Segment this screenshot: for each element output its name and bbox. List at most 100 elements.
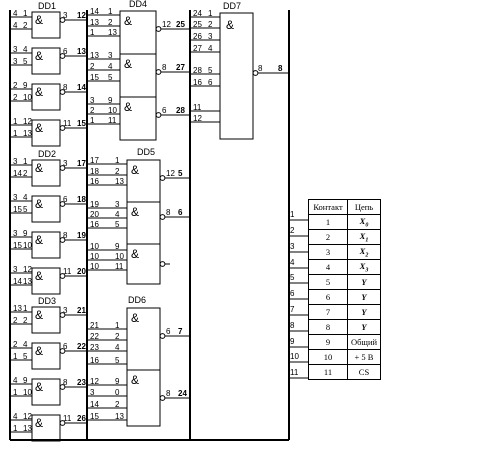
wire-label: 15	[13, 241, 22, 250]
wire-label: 19	[77, 231, 86, 240]
wire-label: 12	[90, 377, 99, 386]
inversion-bubble	[155, 26, 162, 32]
pin-label: 13	[23, 277, 32, 286]
wire-label: 16	[90, 220, 99, 229]
wire-label: 2	[13, 93, 18, 102]
pin-label: 5	[23, 352, 28, 361]
and-symbol: &	[35, 344, 43, 358]
pin-label: 12	[23, 265, 32, 274]
wire-label: 1	[13, 424, 18, 433]
pin-label: 3	[63, 159, 68, 168]
connector-number: 10	[290, 352, 299, 361]
wire-label: 4	[13, 21, 18, 30]
wire-label: 22	[90, 332, 99, 341]
pin-label: 11	[63, 119, 72, 128]
wire-label: 23	[77, 378, 86, 387]
wire-label: 1	[13, 129, 18, 138]
connector-number: 8	[290, 321, 295, 330]
pin-label: 5	[208, 66, 213, 75]
dd2-gate-4	[31, 267, 61, 295]
pin-label: 10	[23, 388, 32, 397]
and-symbol: &	[35, 197, 43, 211]
connector-number: 3	[290, 242, 295, 251]
and-symbol: &	[35, 121, 43, 135]
and-symbol: &	[124, 14, 132, 28]
pin-label: 8	[166, 208, 171, 217]
pin-label: 10	[23, 93, 32, 102]
dd7-body	[219, 12, 254, 140]
pin-label: 6	[166, 327, 171, 336]
dd2-gate-1	[31, 159, 61, 187]
signal-cell: X3	[347, 259, 381, 275]
subscript: 0	[365, 222, 369, 229]
pin-label: 11	[63, 267, 72, 276]
and-symbol: &	[35, 269, 43, 283]
pin-label: 1	[115, 321, 120, 330]
pin-label: 9	[108, 96, 113, 105]
signal-cell: + 5 В	[347, 349, 381, 365]
pin-label: 2	[23, 169, 28, 178]
wire-label: 17	[77, 159, 86, 168]
inversion-bubble	[159, 261, 166, 267]
wire-label: 13	[90, 51, 99, 60]
and-symbol: &	[35, 161, 43, 175]
table-row: 10+ 5 В	[308, 349, 381, 365]
pin-label: 12	[162, 20, 171, 29]
wire-label: 20	[77, 267, 86, 276]
inversion-bubble	[159, 175, 166, 181]
wire-label: 25	[176, 20, 185, 29]
inversion-bubble	[59, 273, 66, 279]
dd6-body	[126, 307, 161, 427]
wire-label: 24	[178, 389, 187, 398]
pin-label: 6	[208, 78, 213, 87]
pin-label: 13	[115, 412, 124, 421]
wire-label: 1	[90, 28, 95, 37]
pin-label: 1	[108, 7, 113, 16]
wire-label: 10	[90, 252, 99, 261]
wire-label: 5	[178, 169, 183, 178]
wire-label: 28	[193, 66, 202, 75]
dd2-gate-3	[31, 231, 61, 259]
wire-label: 1	[13, 388, 18, 397]
wire-label: 28	[176, 106, 185, 115]
pin-label: 3	[108, 51, 113, 60]
connector-number: 7	[290, 305, 295, 314]
wire-label: 18	[77, 195, 86, 204]
contact-cell: 5	[308, 274, 348, 290]
wire-label: 13	[90, 18, 99, 27]
inversion-bubble	[59, 89, 66, 95]
wire-label: 2	[13, 316, 18, 325]
wire-label: 27	[176, 63, 185, 72]
contact-cell: 4	[308, 259, 348, 275]
connector-number: 11	[290, 368, 299, 377]
pin-label: 3	[208, 32, 213, 41]
pin-label: 6	[63, 195, 68, 204]
pin-label: 8	[63, 378, 68, 387]
wire-label: 18	[90, 167, 99, 176]
wire-label: 26	[193, 32, 202, 41]
signal-cell: Общий	[347, 334, 381, 350]
inversion-bubble	[159, 214, 166, 220]
inversion-bubble	[59, 53, 66, 59]
signal-cell: X2	[347, 244, 381, 260]
wire-label: 3	[13, 193, 18, 202]
connector-number: 9	[290, 337, 295, 346]
pin-label: 8	[63, 83, 68, 92]
wire-label: 6	[178, 208, 183, 217]
pin-label: 1	[23, 304, 28, 313]
wire-label: 8	[278, 64, 283, 73]
pin-label: 2	[23, 21, 28, 30]
pin-label: 3	[115, 200, 120, 209]
connector-number: 5	[290, 273, 295, 282]
contact-cell: 9	[308, 334, 348, 350]
pin-label: 3	[63, 306, 68, 315]
inversion-bubble	[159, 333, 166, 339]
inversion-bubble	[59, 237, 66, 243]
wire-label: 7	[178, 327, 183, 336]
dd3-label: DD3	[38, 296, 56, 306]
